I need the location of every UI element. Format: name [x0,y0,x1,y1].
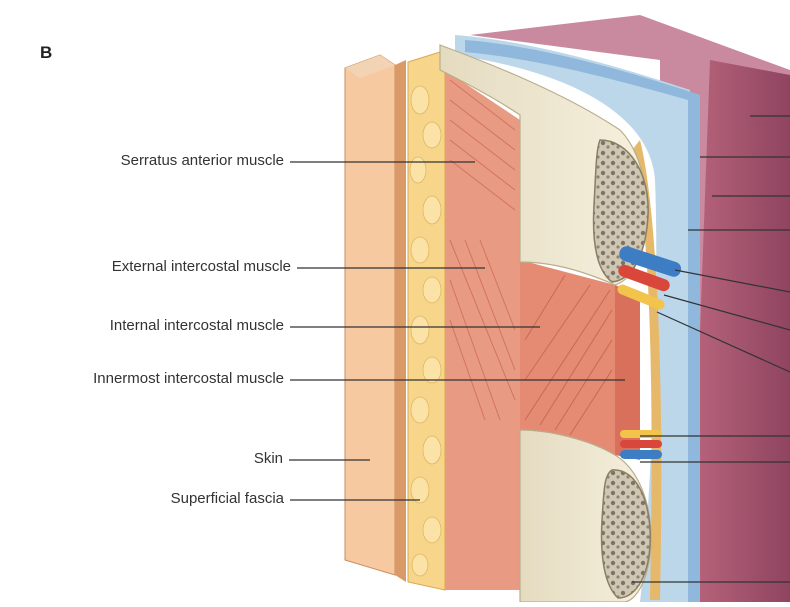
fascia-block [408,52,445,590]
skin-block [345,55,406,582]
label-external-intercostal: External intercostal muscle [112,258,291,275]
label-serratus-anterior: Serratus anterior muscle [121,152,284,169]
neurovascular-bundle-lower [620,430,662,459]
label-internal-intercostal: Internal intercostal muscle [110,317,284,334]
label-innermost-intercostal: Innermost intercostal muscle [93,370,284,387]
label-skin: Skin [254,450,283,467]
label-superficial-fascia: Superficial fascia [171,490,284,507]
panel-letter: B [40,43,52,63]
